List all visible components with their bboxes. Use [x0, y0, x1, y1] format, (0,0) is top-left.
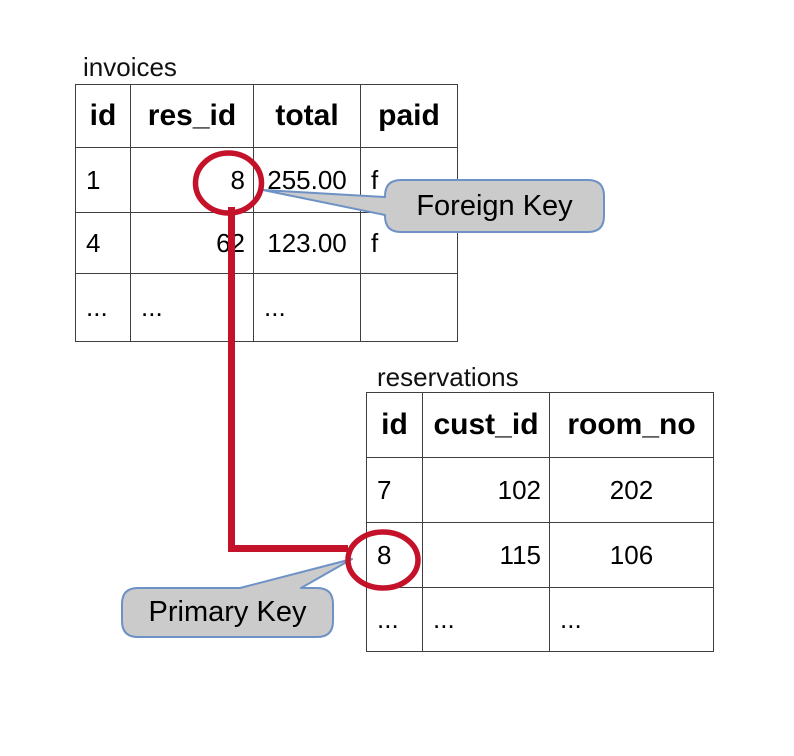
invoices-header-total: total [253, 84, 361, 148]
table-cell: ... [253, 273, 361, 342]
table-cell: 4 [75, 212, 131, 274]
reservations-header-room-no: room_no [549, 392, 714, 458]
table-cell: 7 [366, 457, 423, 523]
table-cell-foreign-key-value: 8 [130, 147, 254, 213]
primary-key-callout-label: Primary Key [148, 596, 307, 628]
table-row: ... ... ... [366, 587, 714, 652]
table-cell: f [360, 212, 458, 274]
table-row: 4 62 123.00 f [75, 212, 458, 274]
table-cell: ... [422, 587, 550, 652]
invoices-header-row: id res_id total paid [75, 84, 458, 148]
invoices-header-res-id: res_id [130, 84, 254, 148]
table-cell [360, 273, 458, 342]
reservations-table-label: reservations [377, 362, 519, 392]
table-cell: 115 [422, 522, 550, 588]
invoices-header-id: id [75, 84, 131, 148]
table-cell: 106 [549, 522, 714, 588]
table-row: ... ... ... [75, 273, 458, 342]
table-cell: 102 [422, 457, 550, 523]
reservations-header-cust-id: cust_id [422, 392, 550, 458]
table-row: 1 8 255.00 f [75, 147, 458, 213]
table-cell-primary-key-value: 8 [366, 522, 423, 588]
table-row: 8 115 106 [366, 522, 714, 588]
primary-key-callout-bubble [121, 558, 353, 638]
table-cell: ... [130, 273, 254, 342]
invoices-table: id res_id total paid 1 8 255.00 f 4 62 1… [75, 84, 458, 342]
table-cell: 123.00 [253, 212, 361, 274]
table-cell: ... [366, 587, 423, 652]
table-cell: f [360, 147, 458, 213]
reservations-table: id cust_id room_no 7 102 202 8 115 106 .… [366, 392, 714, 652]
table-cell: 62 [130, 212, 254, 274]
table-cell: 202 [549, 457, 714, 523]
table-cell: ... [549, 587, 714, 652]
table-cell: ... [75, 273, 131, 342]
invoices-table-label: invoices [83, 52, 177, 82]
table-row: 7 102 202 [366, 457, 714, 523]
reservations-header-row: id cust_id room_no [366, 392, 714, 458]
invoices-header-paid: paid [360, 84, 458, 148]
table-cell: 255.00 [253, 147, 361, 213]
table-cell: 1 [75, 147, 131, 213]
reservations-header-id: id [366, 392, 423, 458]
